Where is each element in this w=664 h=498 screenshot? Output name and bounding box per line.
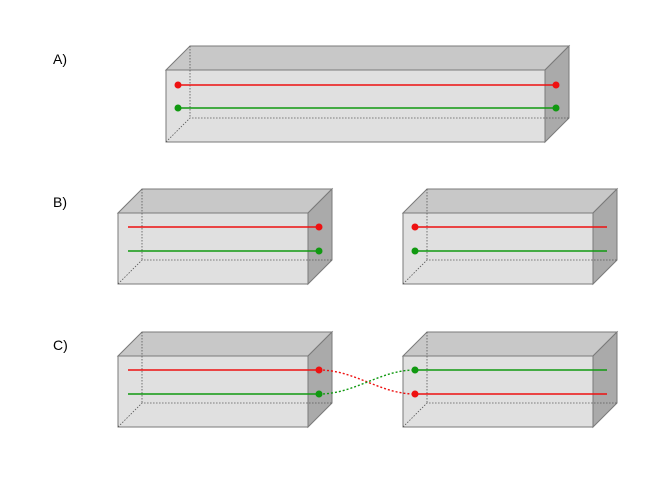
box-b-left-green-terminal <box>315 247 323 255</box>
box-a-green-terminal-left <box>174 104 182 112</box>
box-b-right <box>401 187 619 286</box>
box-c-right-red-terminal <box>411 390 419 398</box>
crossing-red-connection <box>318 369 416 395</box>
box-b-left-red-terminal <box>315 223 323 231</box>
box-a-red-terminal-left <box>174 81 182 89</box>
box-a-red-terminal-right <box>552 81 560 89</box>
box-b-left <box>116 187 334 286</box>
box-c-left-red-terminal <box>315 366 323 374</box>
crossing-green-connection <box>318 369 416 395</box>
box-a-top <box>164 45 571 71</box>
panel-label-b: B) <box>53 194 67 210</box>
box-b-right-red-terminal <box>411 223 419 231</box>
box-c-right-green-terminal <box>411 366 419 374</box>
box-a <box>164 44 571 144</box>
panel-label-c: C) <box>53 337 68 353</box>
box-c-left <box>116 330 334 429</box>
box-c-left-green-terminal <box>315 390 323 398</box>
box-a-green-terminal-right <box>552 104 560 112</box>
box-b-right-green-terminal <box>411 247 419 255</box>
panel-label-a: A) <box>53 51 67 67</box>
box-a-hidden-edges <box>165 117 569 143</box>
box-a-front <box>165 69 546 143</box>
box-c-right <box>401 330 619 429</box>
